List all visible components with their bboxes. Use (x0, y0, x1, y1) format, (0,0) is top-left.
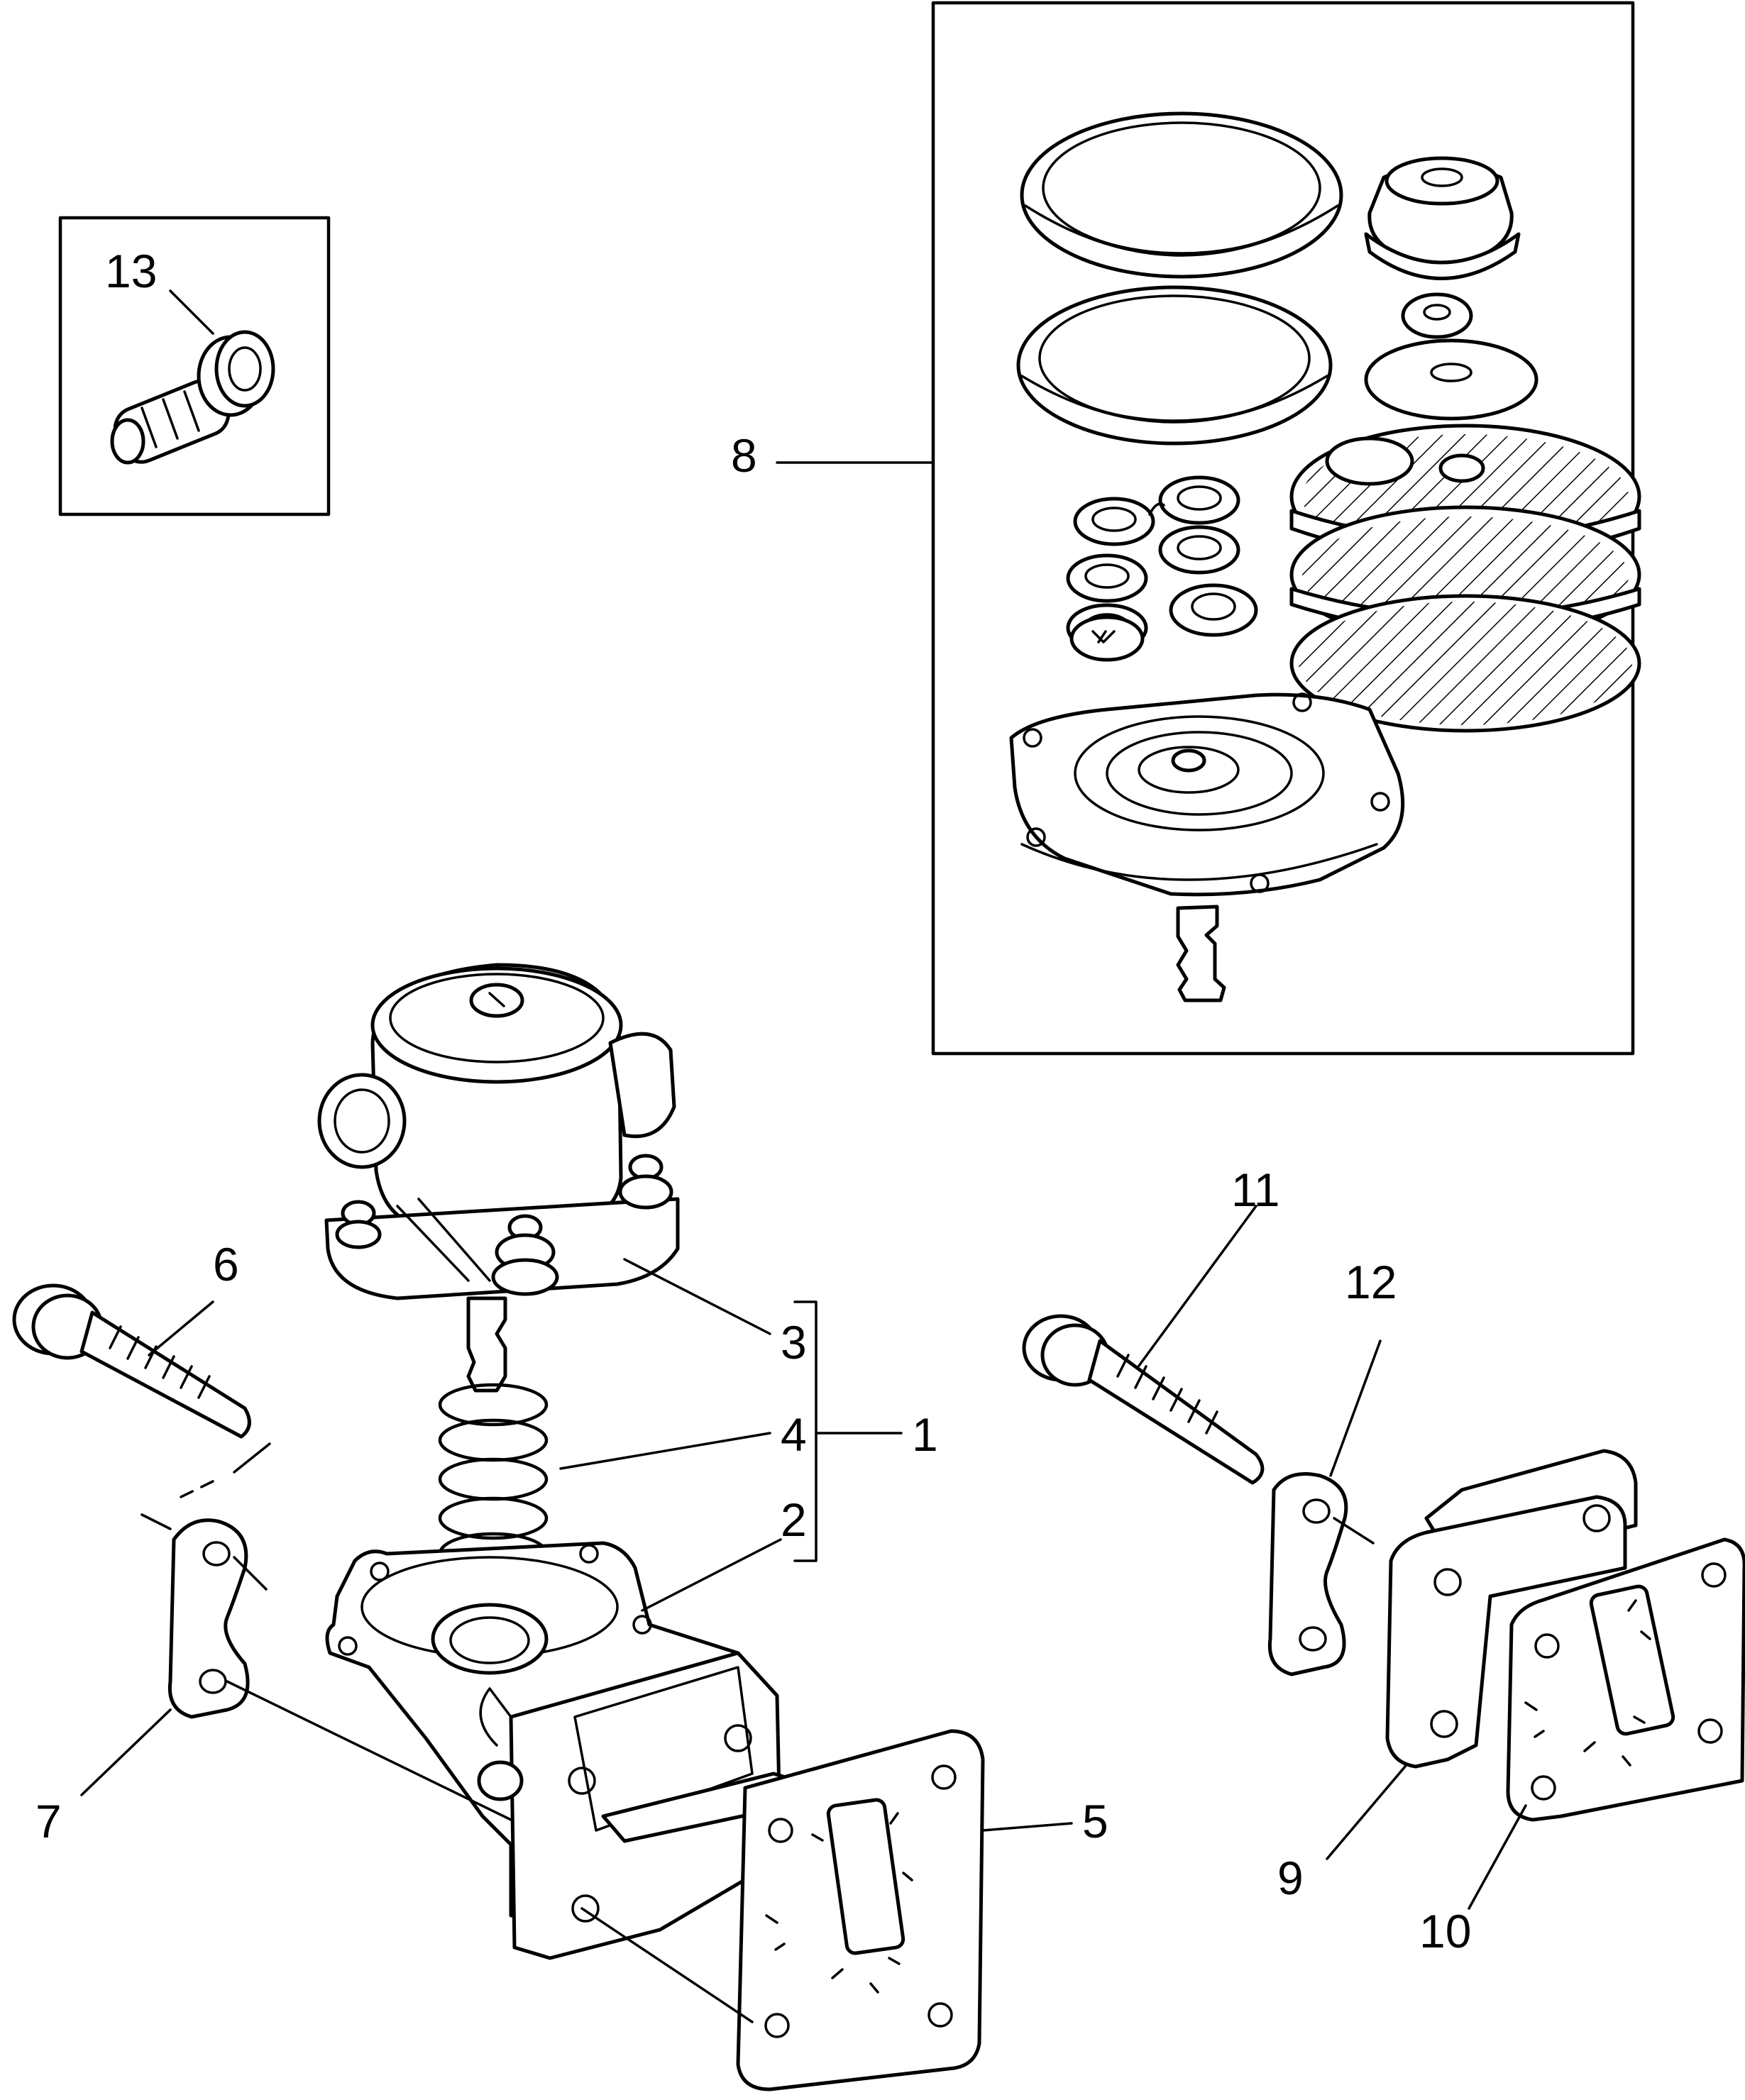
kit-valve-cap (1364, 156, 1521, 280)
spacer-plate-left (167, 1518, 268, 1719)
kit-o-ring-medium (1016, 285, 1333, 446)
leader-10 (1468, 1804, 1527, 1910)
blanking-plate (1385, 1449, 1638, 1769)
callout-7: 7 (35, 1795, 62, 1847)
callout-1: 1 (912, 1408, 938, 1461)
blanking-gasket (1506, 1537, 1745, 1822)
leader-3 (623, 1258, 771, 1335)
pump-gasket (736, 1729, 985, 2091)
part-13-inset: 13 (58, 216, 331, 516)
callout-10: 10 (1419, 1905, 1471, 1957)
callout-4: 4 (781, 1408, 807, 1461)
leader-4 (559, 1432, 771, 1470)
callout-9: 9 (1277, 1852, 1304, 1904)
callout-2: 2 (781, 1493, 807, 1546)
cover-screw-left (335, 1200, 382, 1249)
kit-valve-cluster (1066, 475, 1258, 662)
callout-8: 8 (731, 429, 757, 482)
blanking-bolt-right (1022, 1314, 1265, 1485)
leader-7 (80, 1708, 172, 1796)
callout-13: 13 (105, 245, 157, 297)
kit-valve-plate-lower (1289, 594, 1641, 733)
kit-pull-rod (1176, 905, 1226, 1002)
pump-pull-rod (466, 1296, 507, 1393)
leader-11 (1138, 1205, 1257, 1367)
group-bracket-1 (793, 1300, 818, 1562)
pump-bolt-left (12, 1283, 271, 1530)
bolt-6-path-break (233, 1442, 271, 1474)
hole-align-line-upper (226, 1680, 512, 1821)
leader-6 (148, 1300, 214, 1356)
callout-5: 5 (1082, 1795, 1108, 1847)
hole-align-line-lower (580, 1907, 754, 2023)
pump-spring (438, 1383, 549, 1576)
leader-2 (641, 1538, 782, 1612)
cover-screw-right (618, 1154, 673, 1210)
part-8-repair-kit: 8 (731, 1, 1641, 1056)
kit-spring-disc (1364, 338, 1538, 421)
pump-top-cover (317, 963, 680, 1300)
cover-screw-front (491, 1214, 559, 1296)
callout-12: 12 (1345, 1256, 1397, 1308)
leader-5 (981, 1822, 1073, 1832)
kit-small-washer (1401, 292, 1473, 339)
kit-o-ring-large (1020, 111, 1343, 279)
inset-box-13 (58, 216, 331, 516)
callout-6: 6 (213, 1238, 239, 1291)
spacer-plate-right (1267, 1472, 1375, 1676)
part-13-banjo-bolt (110, 330, 275, 465)
pump-body (325, 1541, 811, 1960)
leader-9 (1326, 1765, 1407, 1860)
callout-3: 3 (781, 1316, 807, 1369)
kit-diaphragm (1009, 692, 1405, 897)
callout-11: 11 (1231, 1164, 1280, 1216)
leader-12 (1329, 1339, 1382, 1477)
leader-13 (169, 289, 214, 335)
